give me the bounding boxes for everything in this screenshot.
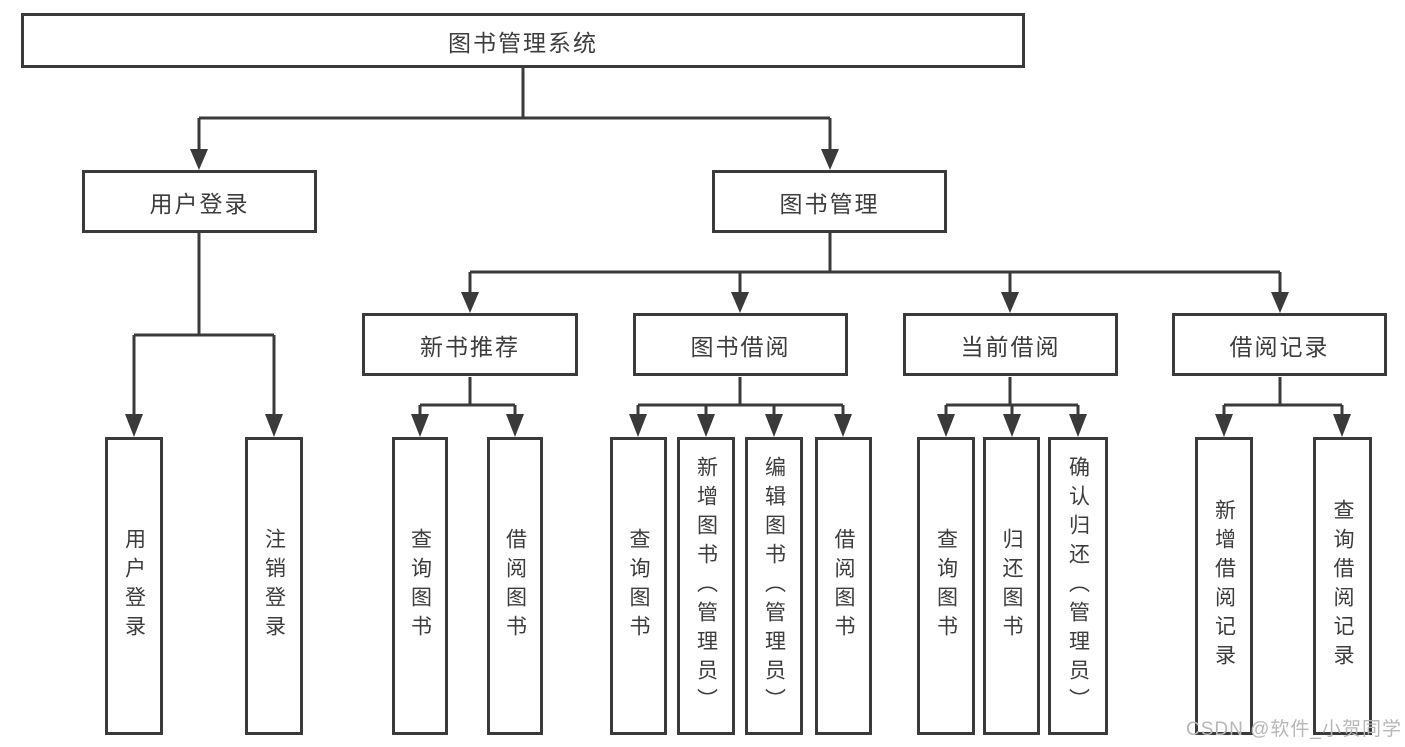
- arrowhead: [1069, 414, 1087, 437]
- leaf-add-borrow-record-label: 新增借阅记录: [1212, 499, 1236, 673]
- node-borrow-records-label: 借阅记录: [1229, 333, 1330, 360]
- arrowhead: [461, 292, 479, 313]
- leaf-borrow-books-1: 借阅图书: [487, 437, 543, 735]
- arrowhead: [821, 149, 839, 170]
- node-root: 图书管理系统: [21, 13, 1025, 68]
- node-new-book-recommend-label: 新书推荐: [420, 333, 520, 360]
- node-user-login-label: 用户登录: [149, 190, 250, 217]
- leaf-query-books-3-label: 查询图书: [934, 528, 958, 644]
- leaf-return-books-label: 归还图书: [1000, 528, 1023, 644]
- connector-borrow-records-branch: [1222, 377, 1344, 416]
- node-borrow-records: 借阅记录: [1172, 313, 1387, 376]
- leaf-edit-books-admin: 编辑图书（管理员）: [745, 437, 803, 735]
- leaf-borrow-books-2-label: 借阅图书: [832, 528, 855, 644]
- leaf-query-borrow-record-label: 查询借阅记录: [1331, 499, 1354, 673]
- arrowhead: [697, 414, 715, 437]
- arrowhead: [125, 414, 143, 437]
- connector-root-branch: [197, 68, 832, 150]
- node-book-borrow-label: 图书借阅: [690, 333, 791, 360]
- leaf-query-books-2-label: 查询图书: [627, 528, 650, 644]
- arrowhead: [411, 414, 429, 437]
- leaf-add-books-admin-label: 新增图书（管理员）: [694, 455, 718, 717]
- node-current-borrow-label: 当前借阅: [960, 333, 1061, 360]
- leaf-confirm-return-admin: 确认归还（管理员）: [1048, 437, 1108, 735]
- arrowhead: [265, 414, 283, 437]
- connector-book-mgmt-branch: [468, 233, 1282, 294]
- arrowhead: [1271, 292, 1289, 313]
- watermark: CSDN @软件_小贺同学: [1186, 719, 1402, 740]
- leaf-logout-label: 注销登录: [262, 528, 286, 644]
- leaf-query-books-1-label: 查询图书: [408, 528, 432, 644]
- leaf-confirm-return-admin-label: 确认归还（管理员）: [1066, 455, 1090, 717]
- leaf-add-books-admin: 新增图书（管理员）: [677, 437, 735, 735]
- leaf-borrow-books-2: 借阅图书: [815, 437, 872, 735]
- arrowhead: [765, 414, 783, 437]
- node-user-login: 用户登录: [82, 170, 317, 233]
- leaf-add-borrow-record: 新增借阅记录: [1195, 437, 1253, 735]
- arrowhead: [629, 414, 647, 437]
- node-current-borrow: 当前借阅: [903, 313, 1118, 376]
- node-root-label: 图书管理系统: [448, 29, 598, 56]
- leaf-user-login-label: 用户登录: [122, 528, 146, 644]
- leaf-edit-books-admin-label: 编辑图书（管理员）: [762, 455, 786, 717]
- arrowhead: [190, 149, 208, 170]
- leaf-return-books: 归还图书: [983, 437, 1040, 735]
- connector-book-borrow-branch: [636, 377, 845, 416]
- connector-user-login-branch: [132, 233, 276, 416]
- connector-new-book-branch: [418, 377, 517, 416]
- leaf-logout: 注销登录: [245, 437, 303, 735]
- arrowhead: [1001, 292, 1019, 313]
- node-new-book-recommend: 新书推荐: [362, 313, 578, 376]
- leaf-query-borrow-record: 查询借阅记录: [1313, 437, 1372, 735]
- node-book-management-label: 图书管理: [779, 190, 880, 217]
- arrowhead: [1215, 414, 1233, 437]
- arrowhead: [834, 414, 852, 437]
- arrowhead: [937, 414, 955, 437]
- leaf-query-books-3: 查询图书: [917, 437, 975, 735]
- leaf-query-books-1: 查询图书: [392, 437, 448, 735]
- node-book-borrow: 图书借阅: [633, 313, 848, 376]
- connector-current-borrow-branch: [944, 377, 1080, 416]
- arrowhead: [1003, 414, 1021, 437]
- node-book-management: 图书管理: [712, 170, 947, 233]
- leaf-query-books-2: 查询图书: [610, 437, 667, 735]
- arrowhead: [506, 414, 524, 437]
- leaf-borrow-books-1-label: 借阅图书: [503, 528, 527, 644]
- arrowhead: [731, 292, 749, 313]
- arrowhead: [1333, 414, 1351, 437]
- leaf-user-login: 用户登录: [105, 437, 163, 735]
